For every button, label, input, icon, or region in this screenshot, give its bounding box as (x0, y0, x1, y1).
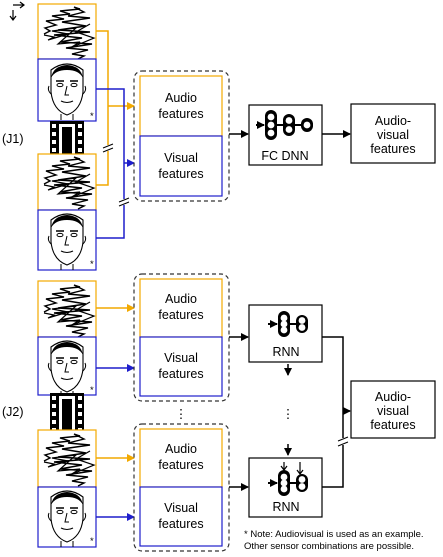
j1-audio-features-line2: features (158, 107, 203, 121)
j2-visual-features-2-line2: features (158, 517, 203, 531)
j1-output-line1: Audio- (375, 114, 411, 128)
j1-label: (J1) (2, 132, 24, 146)
j2-connectors (96, 304, 135, 521)
j2-input-stack: * * (37, 280, 97, 548)
j1-output-line2: visual (377, 128, 409, 142)
j1-audio-features-line1: Audio (165, 91, 197, 105)
time-arrow-icon (9, 1, 25, 21)
j2-star-1: * (90, 385, 94, 396)
j2-output-line2: visual (377, 404, 409, 418)
j2-output-line3: features (370, 418, 415, 432)
j1-output-box (350, 103, 436, 164)
j1-connectors (96, 30, 135, 239)
j2-audio-features-2-line1: Audio (165, 442, 197, 456)
j2-feature-group-1 (133, 273, 230, 402)
j1-feature-group (133, 70, 230, 202)
j2-output-line1: Audio- (375, 390, 411, 404)
j2-output-box (350, 380, 436, 439)
j2-visual-features-2-line1: Visual (164, 501, 198, 515)
j2-audio-features-2-line2: features (158, 458, 203, 472)
j2-audio-features-box-1 (139, 278, 223, 338)
note-line-1: * Note: Audiovisual is used as an exampl… (244, 529, 424, 540)
j2-label: (J2) (2, 405, 24, 419)
j2-ellipsis-features: ⋮ (175, 407, 188, 421)
j2-star-2: * (90, 536, 94, 547)
j2-audio-features-1-line2: features (158, 308, 203, 322)
j1-visual-features-line1: Visual (164, 151, 198, 165)
j1-visual-features-line2: features (158, 167, 203, 181)
j2-visual-features-box-1 (139, 336, 223, 397)
j2-visual-features-1-line1: Visual (164, 351, 198, 365)
j2-feature-group-2 (133, 423, 230, 552)
j2-merge-lines (322, 336, 351, 488)
j1-visual-features-box (139, 135, 223, 197)
j1-input-stack: * * (37, 3, 97, 271)
j2-visual-features-1-line2: features (158, 367, 203, 381)
j2-visual-features-box-2 (139, 486, 223, 547)
fc-dnn-label: FC DNN (261, 149, 308, 163)
j2-audio-features-1-line1: Audio (165, 292, 197, 306)
j2-ellipsis-rnn: ⋮ (282, 407, 295, 421)
rnn-label-2: RNN (272, 500, 299, 514)
note-line-2: Other sensor combinations are possible. (244, 541, 414, 552)
rnn-label-1: RNN (272, 345, 299, 359)
j1-output-line3: features (370, 142, 415, 156)
j1-star-2: * (90, 259, 94, 270)
j1-star-1: * (90, 111, 94, 122)
fc-dnn-box (248, 104, 323, 166)
j1-audio-features-box (139, 75, 223, 137)
